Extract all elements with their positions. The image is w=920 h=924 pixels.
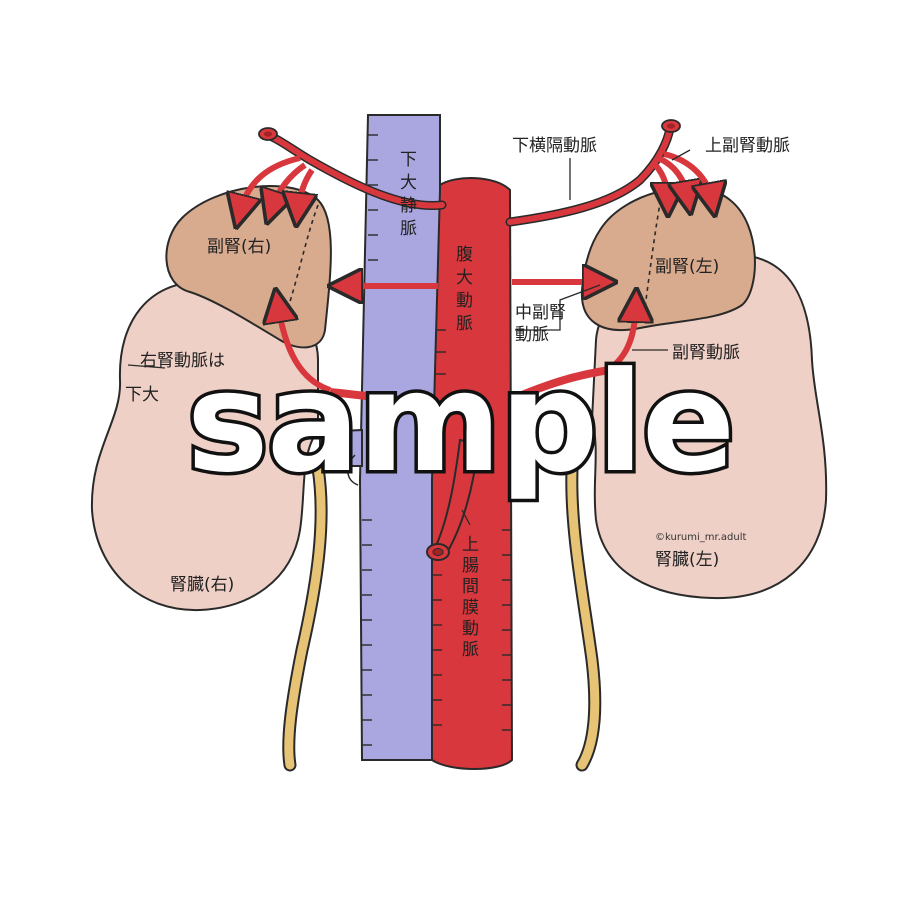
leader-lines <box>127 149 691 526</box>
label-adrenal-left: 副腎(左) <box>655 257 719 277</box>
inferior-suprarenal-artery-left <box>603 305 636 375</box>
label-right-renal-note-2: 下大 <box>125 385 159 405</box>
label-inferior-phrenic: 下横隔動脈 <box>512 136 597 156</box>
label-adrenal-right: 副腎(右) <box>207 237 271 257</box>
kidney-left <box>590 253 828 600</box>
kidney-right <box>90 280 319 612</box>
renal-artery-left <box>508 366 611 404</box>
label-kidney-right: 腎臓(右) <box>170 575 234 595</box>
label-superior-suprarenal: 上副腎動脈 <box>705 136 790 156</box>
adrenal-left-dashed <box>643 191 663 316</box>
credit-text: ©kurumi_mr.adult <box>655 532 746 543</box>
inferior-suprarenal-artery-right <box>278 305 332 393</box>
label-inferior-suprarenal: 副腎動脈 <box>672 343 740 363</box>
label-sma: 上腸間膜動脈 <box>458 535 479 661</box>
aorta-ticks <box>432 329 512 731</box>
renal-artery-right <box>329 388 441 409</box>
label-kidney-left: 腎臓(左) <box>655 550 719 570</box>
label-aorta: 腹大動脈 <box>452 245 473 337</box>
sample-watermark: sample <box>187 342 734 503</box>
renal-vein-right <box>319 428 363 467</box>
label-right-renal-note-1: 右腎動脈は <box>140 351 225 371</box>
label-ivc: 下大静脈 <box>396 150 417 242</box>
label-middle-suprarenal-2: 動脈 <box>515 325 549 345</box>
label-middle-suprarenal-1: 中副腎 <box>515 303 566 323</box>
